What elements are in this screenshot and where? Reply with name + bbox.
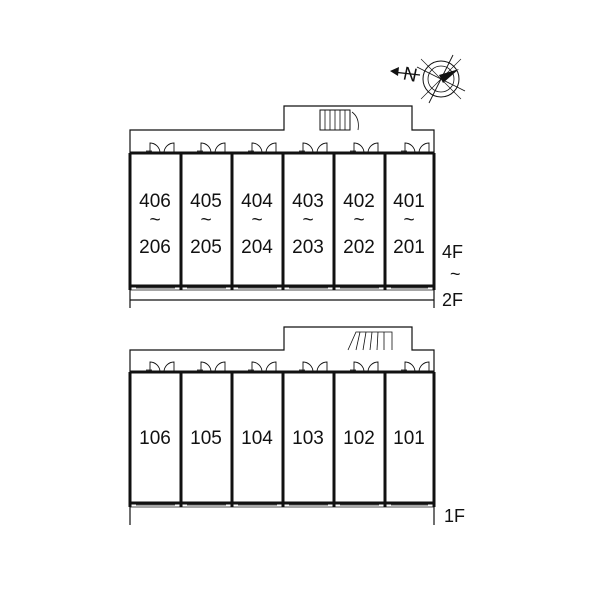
- floor-label-separator: ~: [450, 264, 461, 284]
- unit-number-top: 401: [393, 191, 425, 212]
- unit-cell: [383, 361, 430, 507]
- door-icon: [401, 142, 430, 154]
- unit-103: 103: [292, 428, 324, 449]
- unit-106: 106: [139, 428, 171, 449]
- door-icon: [197, 361, 226, 373]
- floor-label-top: 4F: [442, 242, 463, 262]
- door-icon: [248, 142, 277, 154]
- unit-105: 105: [190, 428, 222, 449]
- unit-cell: [179, 361, 226, 507]
- unit-range-separator: ~: [302, 210, 313, 231]
- unit-cell: [230, 361, 277, 507]
- lower-floor-label: 1F: [444, 506, 465, 526]
- unit-cell: [179, 142, 226, 290]
- door-icon: [350, 361, 379, 373]
- unit-403: 403 ~ 203: [292, 191, 324, 258]
- unit-number-top: 405: [190, 191, 222, 212]
- unit-101: 101: [393, 428, 425, 449]
- floor-label-bottom: 2F: [442, 290, 463, 310]
- door-icon: [401, 361, 430, 373]
- unit-number-top: 402: [343, 191, 375, 212]
- unit-cell: [383, 142, 430, 290]
- unit-number-top: 406: [139, 191, 171, 212]
- unit-range-separator: ~: [200, 210, 211, 231]
- door-icon: [248, 361, 277, 373]
- unit-104: 104: [241, 428, 273, 449]
- unit-number-bottom: 205: [190, 237, 222, 258]
- unit-cell: [128, 361, 175, 507]
- unit-405: 405 ~ 205: [190, 191, 222, 258]
- unit-number-top: 403: [292, 191, 324, 212]
- upper-block: 406 ~ 206 405 ~ 205 404 ~ 204 403 ~ 203 …: [128, 105, 463, 310]
- compass-rose-icon: [416, 54, 466, 104]
- stair-icon: [319, 109, 359, 131]
- unit-cell: [128, 142, 175, 290]
- unit-range-separator: ~: [251, 210, 262, 231]
- unit-number-bottom: 206: [139, 237, 171, 258]
- unit-402: 402 ~ 202: [343, 191, 375, 258]
- unit-cell: [332, 361, 379, 507]
- unit-number-bottom: 203: [292, 237, 324, 258]
- compass-north-label: N: [401, 63, 419, 86]
- unit-401: 401 ~ 201: [393, 191, 425, 258]
- unit-number-top: 404: [241, 191, 273, 212]
- unit-number-bottom: 204: [241, 237, 273, 258]
- door-icon: [299, 361, 328, 373]
- door-icon: [146, 361, 175, 373]
- door-icon: [299, 142, 328, 154]
- door-icon: [197, 142, 226, 154]
- unit-range-separator: ~: [403, 210, 414, 231]
- upper-floor-label: 4F ~ 2F: [442, 242, 463, 310]
- unit-cell: [332, 142, 379, 290]
- unit-number-bottom: 201: [393, 237, 425, 258]
- unit-406: 406 ~ 206: [139, 191, 171, 258]
- unit-range-separator: ~: [353, 210, 364, 231]
- lower-block: 106 105 104 103 102 101 1F: [128, 326, 465, 526]
- unit-number-bottom: 202: [343, 237, 375, 258]
- compass-north-arrow-icon: [390, 67, 421, 76]
- door-icon: [350, 142, 379, 154]
- unit-404: 404 ~ 204: [241, 191, 273, 258]
- unit-102: 102: [343, 428, 375, 449]
- door-icon: [146, 142, 175, 154]
- unit-cell: [281, 361, 328, 507]
- unit-cell: [281, 142, 328, 290]
- stair-icon: [347, 331, 393, 351]
- unit-range-separator: ~: [149, 210, 160, 231]
- unit-cell: [230, 142, 277, 290]
